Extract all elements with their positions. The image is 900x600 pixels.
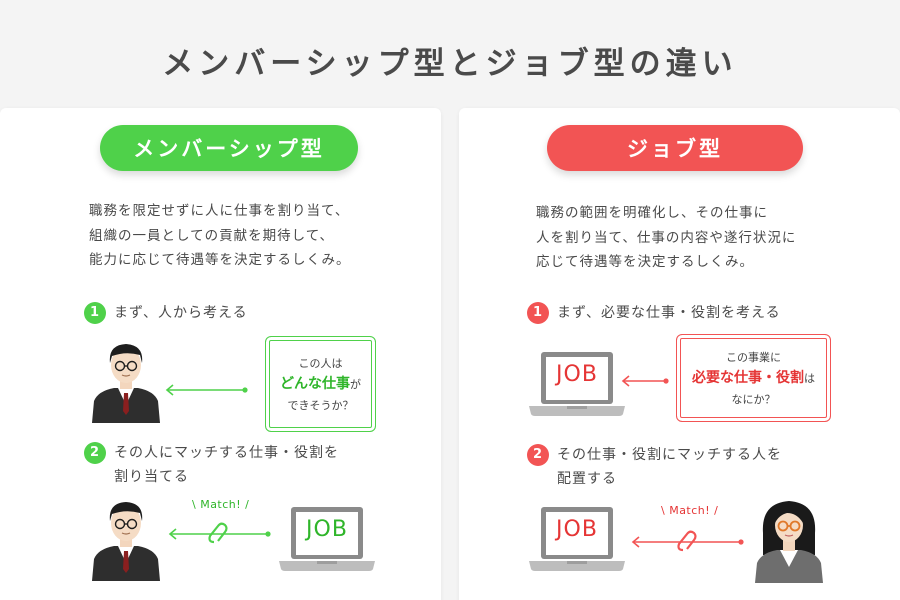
step-number-badge: 2 bbox=[527, 444, 549, 466]
description-line: 組織の一員としての貢献を期待して、 bbox=[89, 227, 335, 244]
description-line: 職務を限定せずに人に仕事を割り当て、 bbox=[89, 203, 350, 219]
businessman-icon bbox=[92, 344, 160, 423]
membership-panel: メンバーシップ型 職務を限定せずに人に仕事を割り当て、 組織の一員としての貢献を… bbox=[0, 108, 441, 600]
left-arrow-icon bbox=[165, 384, 248, 396]
laptop-screen-label: JOB bbox=[306, 517, 348, 542]
laptop-screen-label: JOB bbox=[556, 517, 598, 542]
step-number-badge: 1 bbox=[527, 302, 549, 324]
question-bubble: この人は どんな仕事が できそうか？ bbox=[265, 336, 376, 432]
bubble-highlight: 必要な仕事・役割 bbox=[692, 369, 804, 386]
bubble-line: この人は bbox=[298, 356, 343, 370]
bubble-suffix: が bbox=[350, 377, 361, 391]
match-label: \ Match! / bbox=[661, 504, 719, 517]
laptop-icon bbox=[529, 352, 625, 416]
bubble-line: できそうか？ bbox=[287, 398, 354, 412]
match-arrow-icon bbox=[631, 530, 744, 552]
step-text: その人にマッチする仕事・役割を bbox=[114, 445, 339, 461]
job-step-1: 1 まず、必要な仕事・役割を考える bbox=[527, 301, 781, 325]
businesswoman-icon bbox=[755, 501, 823, 583]
description-line: 人を割り当て、仕事の内容や遂行状況に bbox=[536, 229, 797, 246]
membership-step-2: 2 その人にマッチする仕事・役割を 割り当てる bbox=[84, 441, 339, 489]
step-text: 配置する bbox=[557, 471, 617, 487]
description-line: 応じて待遇等を決定するしくみ。 bbox=[536, 254, 755, 270]
match-arrow-icon bbox=[168, 522, 271, 544]
step-text: まず、人から考える bbox=[114, 305, 248, 321]
description-line: 能力に応じて待遇等を決定するしくみ。 bbox=[89, 252, 351, 268]
question-bubble: この事業に 必要な仕事・役割は なにか？ bbox=[676, 334, 831, 422]
bubble-suffix: は bbox=[804, 371, 815, 385]
job-description: 職務の範囲を明確化し、その仕事に 人を割り当て、仕事の内容や遂行状況に 応じて待… bbox=[536, 201, 796, 275]
step-text: その仕事・役割にマッチする人を bbox=[557, 447, 782, 463]
bubble-line: この事業に bbox=[726, 350, 781, 364]
description-line: 職務の範囲を明確化し、その仕事に bbox=[536, 205, 768, 221]
businessman-icon bbox=[92, 502, 160, 581]
job-step-2: 2 その仕事・役割にマッチする人を 配置する bbox=[527, 443, 782, 491]
laptop-screen-label: JOB bbox=[556, 362, 598, 387]
left-arrow-icon bbox=[621, 375, 669, 387]
match-label: \ Match! / bbox=[192, 498, 250, 511]
laptop-icon bbox=[279, 507, 375, 571]
membership-description: 職務を限定せずに人に仕事を割り当て、 組織の一員としての貢献を期待して、 能力に… bbox=[89, 199, 351, 273]
membership-type-label: メンバーシップ型 bbox=[100, 125, 358, 171]
bubble-highlight: どんな仕事 bbox=[280, 375, 350, 392]
step-text: まず、必要な仕事・役割を考える bbox=[557, 305, 781, 321]
step-number-badge: 1 bbox=[84, 302, 106, 324]
page-title: メンバーシップ型とジョブ型の違い bbox=[162, 46, 738, 82]
laptop-icon bbox=[529, 507, 625, 571]
job-panel: ジョブ型 職務の範囲を明確化し、その仕事に 人を割り当て、仕事の内容や遂行状況に… bbox=[459, 108, 900, 600]
step-text: 割り当てる bbox=[114, 469, 189, 485]
job-type-label: ジョブ型 bbox=[547, 125, 803, 171]
step-number-badge: 2 bbox=[84, 442, 106, 464]
membership-step-1: 1 まず、人から考える bbox=[84, 301, 248, 325]
bubble-line: なにか？ bbox=[731, 392, 776, 406]
